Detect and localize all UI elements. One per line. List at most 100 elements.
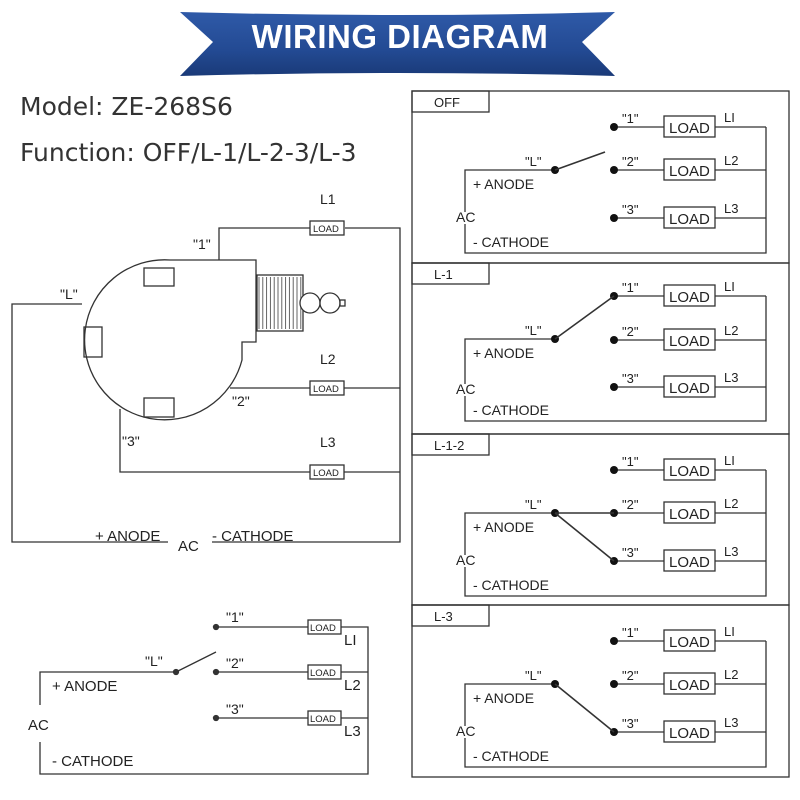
line-l2-label: L2 [724,667,738,682]
line-l2-label: L2 [724,153,738,168]
terminal-l-label: "L" [525,497,542,512]
line-l2-label: L2 [724,323,738,338]
terminal-3-label: "3" [622,371,639,386]
switch-lever [554,295,615,340]
line-l2-label: L2 [320,351,336,367]
wire-anode [464,512,555,555]
wire-cathode-bus [464,641,767,768]
load-label: LOAD [669,677,710,694]
banner-ribbon [180,12,615,76]
terminal-3-label: "3" [622,545,639,560]
wire-cathode-bus [464,127,767,254]
terminal-1-label: "1" [622,111,639,126]
cathode-label: - CATHODE [473,234,549,250]
anode-label: + ANODE [473,176,534,192]
terminal-1-label: "1" [622,280,639,295]
load-l3 [309,464,345,480]
line-l1-label: LI [724,453,735,468]
line-l3-label: L3 [320,434,336,450]
anode-label: + ANODE [473,519,534,535]
load-label: LOAD [669,554,710,571]
line-l2-label: L2 [724,496,738,511]
load-label: LOAD [669,163,710,180]
terminal-1-label: "1" [226,609,244,625]
load-label: LOAD [310,668,336,679]
line-l1-label: LI [724,279,735,294]
switch-tab-bottom [143,397,175,418]
wire-anode [464,169,555,212]
ac-label: AC [456,381,475,397]
load-2 [307,664,342,680]
load-2 [663,672,716,695]
line-l3-label: L3 [724,715,738,730]
terminal-3-label: "3" [122,433,140,449]
switch-lever [554,683,615,733]
terminal-2-label: "2" [622,497,639,512]
ac-label: AC [456,723,475,739]
load-label: LOAD [310,623,336,634]
line-l1-label: LI [724,110,735,125]
cathode-label: - CATHODE [473,402,549,418]
load-3 [307,710,342,726]
ac-label: AC [178,538,199,555]
contact-1 [610,637,618,645]
wire-l3 [119,409,400,473]
terminal-3-label: "3" [226,701,244,717]
terminal-l-label: "L" [525,668,542,683]
model-label: Model: ZE-268S6 [20,92,233,121]
load-1 [663,629,716,652]
contact-2 [610,680,618,688]
load-label: LOAD [669,725,710,742]
panel-label: L-1-2 [434,438,464,453]
terminal-l-label: "L" [145,653,163,669]
contact-2 [610,166,618,174]
line-l3-label: L3 [724,544,738,559]
line-l1-label: LI [344,632,357,649]
anode-label: + ANODE [473,345,534,361]
panel-tab [411,433,490,456]
load-2 [663,501,716,524]
schematic-diagram: LOAD LOAD LOAD "1" "2" "3" "L" LI L2 L3 … [28,609,369,775]
load-1 [663,458,716,481]
line-l3-label: L3 [724,201,738,216]
terminal-l-label: "L" [525,154,542,169]
panel-tab [411,604,490,627]
cathode-label: - CATHODE [473,577,549,593]
load-label: LOAD [313,224,339,235]
panel-border [411,604,790,778]
load-label: LOAD [669,506,710,523]
terminal-1-label: "1" [622,625,639,640]
contact-3 [610,214,618,222]
function-label: Function: OFF/L-1/L-2-3/L-3 [20,138,357,167]
terminal-l-label: "L" [60,286,78,302]
wire-cathode [212,227,401,543]
switch-wiring-diagram: LOAD LOAD LOAD L1 L2 L3 "1" "L" "2" "3" … [11,191,401,555]
load-label: LOAD [669,120,710,137]
ac-label: AC [456,552,475,568]
load-label: LOAD [310,714,336,725]
switch-tab-left [83,326,103,358]
load-label: LOAD [669,333,710,350]
load-3 [663,375,716,398]
contact-3 [610,383,618,391]
line-l3-label: L3 [724,370,738,385]
contact-1 [610,123,618,131]
line-l1-label: L1 [320,191,336,207]
switch-body [83,259,257,421]
wire-l [11,303,168,543]
wire-anode [464,338,555,384]
load-label: LOAD [669,289,710,306]
terminal-l-label: "L" [525,323,542,338]
switch-lever [175,651,217,673]
load-label: LOAD [313,468,339,479]
cathode-label: - CATHODE [212,528,293,545]
terminal-2-label: "2" [232,393,250,409]
panel-tab [411,90,490,113]
terminal-2-label: "2" [622,154,639,169]
wire-cathode-bus [464,470,767,597]
terminal-2-label: "2" [226,655,244,671]
cathode-label: - CATHODE [52,753,133,770]
line-l2-label: L2 [344,677,361,694]
